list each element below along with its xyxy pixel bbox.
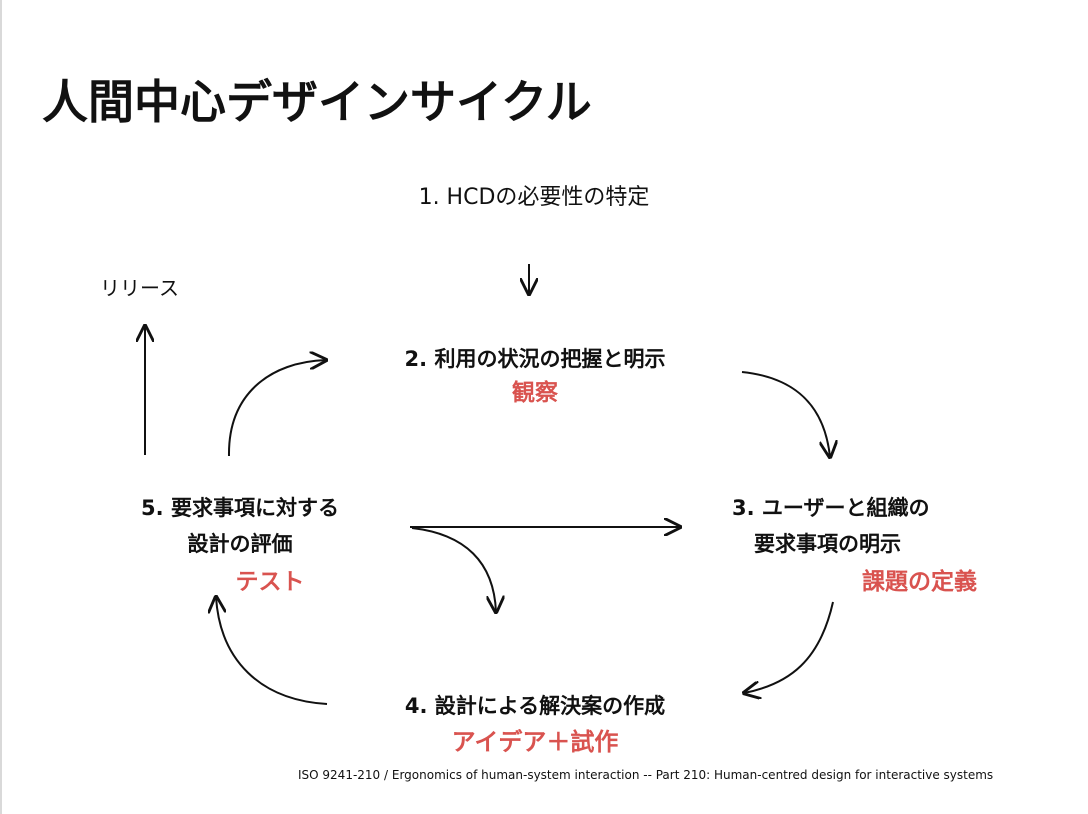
slide-title: 人間中心デザインサイクル: [42, 75, 592, 129]
step-5-label-line2: 設計の評価: [187, 532, 293, 556]
arrow-5-to-4: [411, 527, 496, 612]
slide-left-border: [0, 0, 2, 814]
arrow-5-to-2: [227, 360, 326, 457]
step-2-label: 2. 利用の状況の把握と明示: [404, 347, 666, 371]
step-5-keyword: テスト: [235, 569, 305, 595]
arrow-4-to-5: [216, 597, 328, 705]
step-2-keyword: 観察: [512, 380, 558, 406]
arrow-3-to-4: [744, 601, 834, 693]
step-4-label: 4. 設計による解決案の作成: [404, 694, 666, 718]
step-4-node: 4. 設計による解決案の作成 アイデア＋試作: [365, 688, 705, 760]
step-5-label-line1: 5. 要求事項に対する: [141, 496, 339, 520]
step-3-keyword: 課題の定義: [862, 569, 977, 595]
step-3-label-line1: 3. ユーザーと組織の: [732, 496, 930, 520]
step-3-node: 3. ユーザーと組織の 要求事項の明示 課題の定義: [700, 490, 990, 600]
release-label: リリース: [100, 276, 179, 300]
step-5-node: 5. 要求事項に対する 設計の評価 テスト: [110, 490, 370, 600]
arrow-2-to-3: [741, 371, 830, 457]
step-1-label: 1. HCDの必要性の特定: [418, 185, 650, 210]
step-3-label-line2: 要求事項の明示: [754, 532, 901, 556]
source-citation: ISO 9241-210 / Ergonomics of human-syste…: [298, 768, 994, 782]
step-2-node: 2. 利用の状況の把握と明示 観察: [365, 342, 705, 410]
step-4-keyword: アイデア＋試作: [451, 728, 619, 756]
step-1-node: 1. HCDの必要性の特定: [384, 180, 684, 216]
